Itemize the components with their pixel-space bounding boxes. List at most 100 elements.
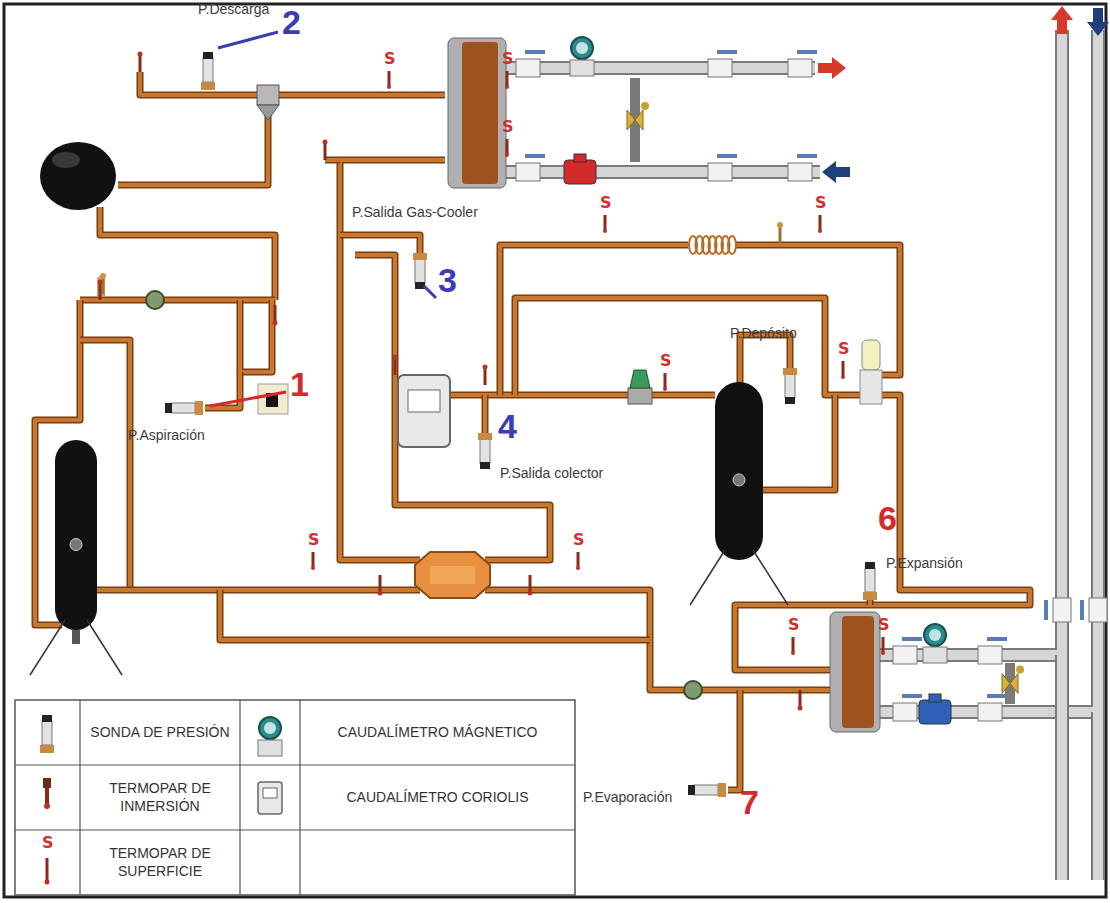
legend-immersion-symbol [43, 778, 51, 788]
gas-cooler [448, 38, 506, 188]
internal-heat-exchanger [415, 552, 490, 598]
sight-glass [146, 291, 164, 309]
liquid-separator [30, 620, 65, 675]
legend-table [15, 700, 575, 895]
water-valve [788, 154, 817, 181]
sight-glass [684, 681, 702, 699]
surface-thermocouple [841, 361, 845, 379]
water-valve [987, 637, 1007, 641]
refrigerant-pipe [740, 335, 790, 385]
water-valve [708, 154, 737, 181]
immersion-thermocouple [483, 365, 488, 370]
sensor-label: P.Salida Gas-Cooler [352, 205, 478, 220]
refrigerant-pipe [140, 72, 445, 95]
surface-thermocouple [576, 566, 580, 570]
pressure-probe [688, 783, 726, 797]
legend-table [15, 764, 575, 765]
pressure-probe [718, 783, 726, 797]
surface-thermocouple-mark: S [788, 616, 800, 634]
pressure-probe [865, 568, 875, 592]
callout-number: 3 [438, 262, 457, 299]
circulation-pump [919, 694, 951, 724]
water-pipe [1055, 655, 1069, 880]
refrigerant-pipe [95, 587, 420, 594]
immersion-thermocouple [529, 575, 532, 593]
water-valve [893, 637, 922, 664]
callout-number: 7 [740, 784, 759, 821]
water-valve [797, 50, 817, 54]
magnetic-flowmeter [929, 629, 941, 641]
water-valve [987, 694, 1007, 698]
pressure-probe [478, 433, 492, 469]
surface-thermocouple-mark: S [42, 834, 54, 852]
legend-surface-symbol [45, 858, 50, 885]
flow-arrow [818, 57, 846, 79]
surface-thermocouple [576, 552, 580, 570]
magnetic-flowmeter [258, 740, 282, 756]
refrigerant-pipe [760, 395, 835, 490]
surface-thermocouple [603, 229, 607, 233]
surface-thermocouple-mark: S [878, 616, 890, 634]
immersion-thermocouple [274, 305, 277, 323]
magnetic-flowmeter [570, 37, 594, 76]
immersion-thermocouple [139, 54, 142, 72]
internal-heat-exchanger [415, 552, 490, 598]
immersion-thermocouple [324, 142, 327, 160]
water-valve [978, 637, 1007, 664]
surface-thermocouple [842, 361, 845, 376]
immersion-thermocouple [138, 52, 143, 57]
water-valve [708, 163, 732, 181]
refrigerant-pipe [736, 245, 900, 375]
refrigerant-pipe [500, 245, 688, 395]
refrigerant-pipe [100, 207, 275, 300]
water-valve [516, 59, 540, 77]
surface-thermocouple [881, 651, 885, 655]
water-valve [978, 646, 1002, 664]
callout-number: 4 [498, 408, 517, 445]
liquid-separator [30, 440, 122, 675]
surface-thermocouple [819, 215, 822, 230]
water-pipe [880, 30, 1062, 655]
water-valve [978, 694, 1007, 721]
refrigerant-pipe [482, 395, 489, 435]
pressure-probe [195, 401, 203, 415]
refrigerant-pipe [240, 300, 272, 372]
surface-thermocouple-mark: S [384, 50, 396, 68]
legend-text: TERMOPAR DE INMERSIÓN [80, 765, 240, 830]
refrigerant-pipe [483, 395, 487, 435]
immersion-thermocouple [273, 305, 278, 326]
surface-thermocouple [791, 637, 795, 655]
sensor-label: P.Depósito [730, 326, 797, 341]
water-valve [717, 154, 737, 158]
water-pipe [1093, 712, 1103, 880]
refrigerant-pipe [735, 395, 1030, 670]
internal-heat-exchanger [430, 566, 475, 584]
surface-thermocouple [388, 71, 391, 86]
surface-thermocouple [506, 71, 509, 86]
legend-text: TERMOPAR DE SUPERFICIE [80, 830, 240, 895]
surface-thermocouple [841, 375, 845, 379]
water-pipe [505, 68, 815, 69]
surface-thermocouple [791, 651, 795, 655]
water-pipe [1091, 712, 1105, 880]
magnetic-flowmeter [924, 624, 946, 646]
pressure-probe [42, 715, 52, 722]
pressure-probe [40, 745, 54, 753]
surface-thermocouple [505, 153, 509, 157]
immersion-thermocouple [98, 280, 103, 285]
regulating-valve [630, 370, 650, 388]
legend-surface-symbol [46, 858, 49, 882]
refrigerant-pipe [325, 157, 340, 164]
discharge-filter [257, 85, 279, 120]
legend-immersion-symbol [43, 778, 51, 809]
needle-valve [777, 222, 783, 228]
gas-cooler [448, 38, 506, 188]
circulation-pump [574, 154, 586, 162]
water-valve [1044, 600, 1048, 620]
pressure-probe [865, 562, 875, 569]
pressure-probe [165, 401, 203, 415]
water-pipe [505, 172, 820, 173]
surface-thermocouple-mark: S [660, 352, 672, 370]
